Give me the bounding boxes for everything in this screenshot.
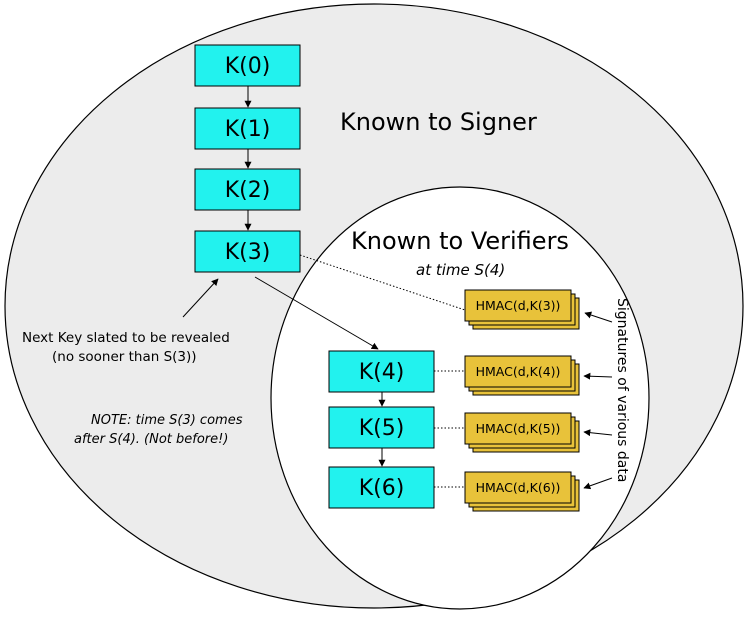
key-box-k6: K(6) xyxy=(328,466,435,509)
key-box-k4: K(4) xyxy=(328,350,435,393)
signer-title: Known to Signer xyxy=(340,108,537,136)
next-key-note-line1: Next Key slated to be revealed xyxy=(22,330,230,346)
key-box-k1: K(1) xyxy=(194,107,301,150)
next-key-note-line2: (no sooner than S(3)) xyxy=(52,349,197,365)
svg-text:HMAC(d,K(6)): HMAC(d,K(6)) xyxy=(476,480,561,495)
verifiers-title: Known to Verifiers xyxy=(351,227,569,255)
svg-text:K(0): K(0) xyxy=(225,54,271,79)
verifiers-subtitle: at time S(4) xyxy=(416,261,505,279)
key-box-k0: K(0) xyxy=(194,44,301,87)
key-box-k3: K(3) xyxy=(194,230,301,273)
hmac-stack-k3: HMAC(d,K(3)) xyxy=(464,289,580,330)
svg-text:K(3): K(3) xyxy=(225,240,271,265)
svg-text:K(1): K(1) xyxy=(225,117,271,142)
arrow-sig-hmac-k6 xyxy=(583,477,613,490)
hmac-stack-k6: HMAC(d,K(6)) xyxy=(464,471,580,512)
arrow-k3-k4 xyxy=(254,276,379,350)
arrow-note-k3 xyxy=(182,278,219,318)
svg-text:K(6): K(6) xyxy=(359,476,405,501)
hmac-stack-k5: HMAC(d,K(5)) xyxy=(464,412,580,453)
svg-text:HMAC(d,K(5)): HMAC(d,K(5)) xyxy=(476,421,561,436)
svg-text:K(4): K(4) xyxy=(359,360,405,385)
time-note-line2: after S(4). (Not before!) xyxy=(74,432,228,447)
time-note-line1: NOTE: time S(3) comes xyxy=(91,413,243,428)
dotted-link-k3 xyxy=(299,254,466,311)
svg-text:K(2): K(2) xyxy=(225,178,271,203)
key-box-k2: K(2) xyxy=(194,168,301,211)
signatures-side-label: Signatures of various data xyxy=(614,298,630,482)
arrow-sig-hmac-k3 xyxy=(584,311,613,323)
svg-text:K(5): K(5) xyxy=(359,416,405,441)
hmac-stack-k4: HMAC(d,K(4)) xyxy=(464,355,580,396)
svg-text:HMAC(d,K(4)): HMAC(d,K(4)) xyxy=(476,364,561,379)
svg-text:HMAC(d,K(3)): HMAC(d,K(3)) xyxy=(476,298,561,313)
arrow-sig-hmac-k4 xyxy=(583,372,613,380)
key-box-k5: K(5) xyxy=(328,406,435,449)
arrow-sig-hmac-k5 xyxy=(583,429,613,437)
